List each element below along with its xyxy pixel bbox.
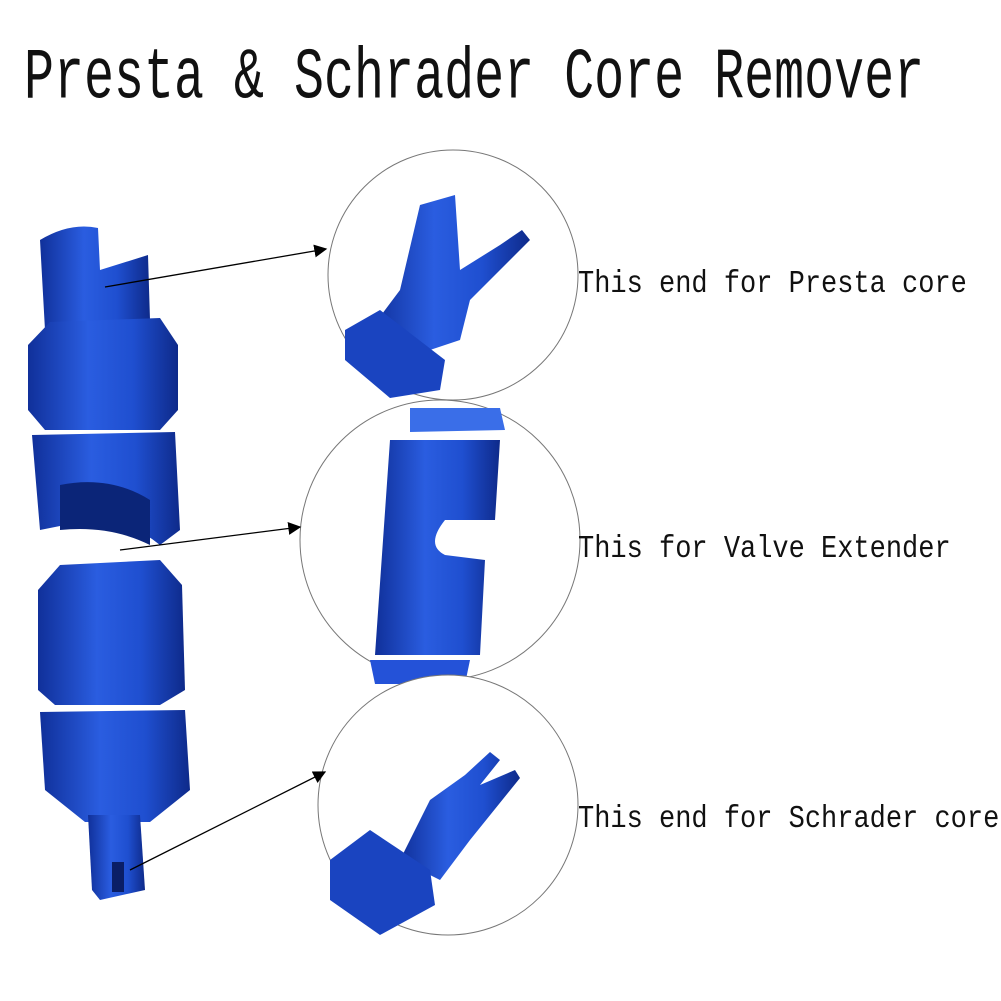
- detail-circle-extender: [299, 399, 581, 684]
- callout-extender-label: This for Valve Extender: [578, 533, 951, 568]
- page-title: Presta & Schrader Core Remover: [24, 38, 925, 121]
- arrow-schrader: [129, 771, 327, 871]
- callout-presta-label: This end for Presta core: [578, 268, 967, 303]
- valve-core-tool: [28, 226, 190, 900]
- arrow-presta: [104, 244, 328, 288]
- detail-circle-schrader: [317, 674, 579, 936]
- detail-circle-presta: [327, 149, 579, 401]
- arrow-extender: [119, 522, 302, 551]
- callout-schrader-label: This end for Schrader core: [578, 803, 1000, 838]
